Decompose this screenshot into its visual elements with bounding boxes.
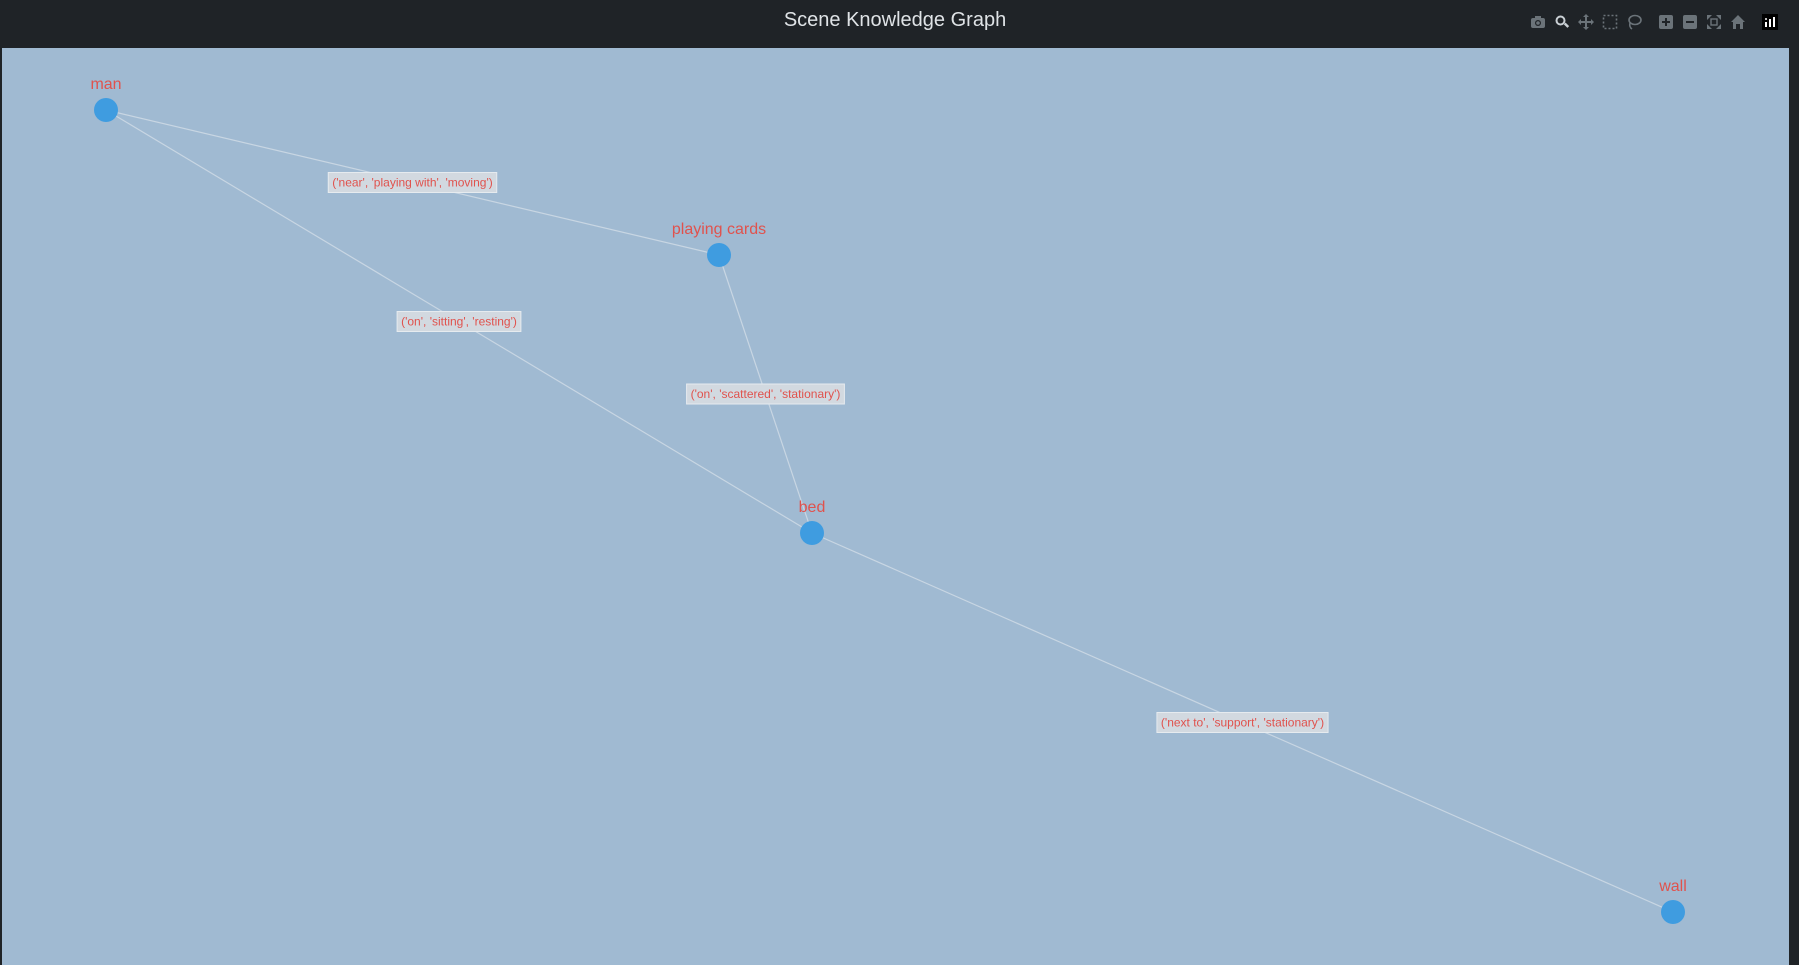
- edge-label-box: [396, 311, 522, 332]
- camera-icon[interactable]: [1528, 12, 1548, 32]
- pan-icon[interactable]: [1576, 12, 1596, 32]
- edge-label-text: ('near', 'playing with', 'moving'): [332, 176, 492, 190]
- zoom-out-icon[interactable]: [1680, 12, 1700, 32]
- node-label-man: man: [90, 76, 121, 93]
- node-bed[interactable]: [800, 521, 824, 545]
- edge-label-box: [686, 383, 845, 405]
- node-label-playing-cards: playing cards: [672, 221, 766, 238]
- zoom-in-icon[interactable]: [1656, 12, 1676, 32]
- edge-label-man-playing_cards: ('near', 'playing with', 'moving'): [327, 172, 498, 193]
- node-man[interactable]: [94, 98, 118, 122]
- edge-label-text: ('next to', 'support', 'stationary'): [1161, 716, 1324, 730]
- node-wall[interactable]: [1661, 900, 1685, 924]
- reset-axes-icon[interactable]: [1728, 12, 1748, 32]
- zoom-icon[interactable]: [1552, 12, 1572, 32]
- graph-svg[interactable]: man playing cards bed wall ('near', 'playing…: [2, 48, 1789, 965]
- edge-label-playing_cards-bed: ('on', 'scattered', 'stationary'): [686, 383, 845, 405]
- node-label-bed: bed: [799, 499, 826, 516]
- lasso-select-icon[interactable]: [1624, 12, 1644, 32]
- autoscale-icon[interactable]: [1704, 12, 1724, 32]
- plotly-logo-icon[interactable]: [1760, 12, 1780, 32]
- title-bar: Scene Knowledge Graph: [0, 0, 1799, 48]
- modebar: [1528, 12, 1784, 32]
- edge-label-text: ('on', 'sitting', 'resting'): [401, 315, 517, 329]
- box-select-icon[interactable]: [1600, 12, 1620, 32]
- edge-label-text: ('on', 'scattered', 'stationary'): [691, 387, 841, 401]
- edge-label-box: [327, 172, 498, 193]
- edge-label-man-bed: ('on', 'sitting', 'resting'): [396, 311, 522, 332]
- node-label-wall: wall: [1658, 878, 1687, 895]
- graph-canvas[interactable]: man playing cards bed wall ('near', 'playing…: [2, 48, 1789, 965]
- page-title: Scene Knowledge Graph: [783, 9, 1007, 31]
- node-playing-cards[interactable]: [707, 243, 731, 267]
- edge-label-box: [1156, 712, 1329, 733]
- edge-label-bed-wall: ('next to', 'support', 'stationary'): [1156, 712, 1329, 733]
